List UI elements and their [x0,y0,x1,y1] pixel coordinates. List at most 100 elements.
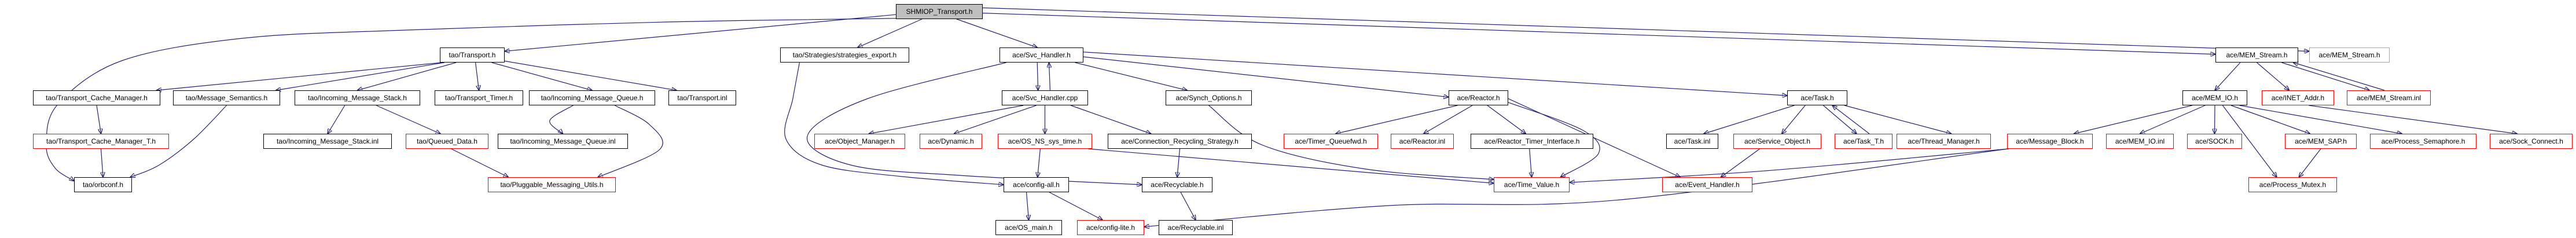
graph-node-sock[interactable]: ace/SOCK.h [2187,134,2242,149]
graph-node-reactor[interactable]: ace/Reactor.h [1449,90,1508,105]
graph-node-task_t[interactable]: ace/Task_T.h [1835,134,1893,149]
graph-node-reactor_inl[interactable]: ace/Reactor.inl [1391,134,1454,149]
graph-edge-mem_io-psem [2239,105,2402,134]
graph-node-thrmgr[interactable]: ace/Thread_Manager.h [1897,134,1991,149]
graph-node-psem[interactable]: ace/Process_Semaphore.h [2370,134,2476,149]
graph-edge-svc_h-recyclable [807,62,1142,185]
graph-node-strategies[interactable]: tao/Strategies/strategies_export.h [780,47,909,63]
graph-node-osns[interactable]: ace/OS_NS_sys_time.h [998,134,1092,149]
graph-node-cfglite[interactable]: ace/config-lite.h [1077,220,1144,235]
graph-edge-transport_h-imq [491,62,592,90]
graph-edge-tcmt-orbconf [101,148,104,177]
graph-edge-transport_h-ims [358,62,457,90]
graph-edge-mem_stream-mem_stream_inl [2281,62,2369,90]
graph-node-mem_io_inl[interactable]: ace/MEM_IO.inl [2106,134,2174,149]
graph-edge-inet-sockconn [2309,105,2517,134]
graph-node-transport_inl[interactable]: tao/Transport.inl [668,90,736,105]
graph-node-mem_io[interactable]: ace/MEM_IO.h [2182,90,2247,105]
graph-edge-root-transport_h [505,14,896,51]
graph-edge-svc_cpp-objmgr [869,105,1024,134]
graph-node-crs[interactable]: ace/Connection_Recycling_Strategy.h [1108,134,1252,149]
graph-node-recyclable_inl[interactable]: ace/Recyclable.inl [1159,220,1233,235]
graph-edge-task-thrmgr [1844,105,1952,134]
graph-node-tcm[interactable]: tao/Transport_Cache_Manager.h [33,90,160,105]
graph-node-pmu[interactable]: tao/Pluggable_Messaging_Utils.h [488,177,616,192]
graph-edge-ims-ims_inl [328,105,346,134]
graph-node-tqf[interactable]: ace/Timer_Queuefwd.h [1284,134,1378,149]
graph-edge-transport_h-tcm [156,62,443,90]
graph-node-evh[interactable]: ace/Event_Handler.h [1662,177,1752,192]
graph-edge-root-mem_stream_dup [982,7,2309,52]
graph-node-mem_stream[interactable]: ace/MEM_Stream.h [2215,47,2298,63]
graph-edge-imq-pmu [598,105,663,177]
graph-node-rti[interactable]: ace/Reactor_Timer_Interface.h [1471,134,1593,149]
graph-edge-cfgall-cfglite [1049,192,1103,220]
graph-edge-cfgall-os_main [1027,192,1029,220]
graph-edge-task-svcobj [1782,105,1806,134]
graph-edge-transport_h-ttimer [475,62,479,90]
graph-edge-svc_h-reactor [1083,56,1449,97]
graph-edge-osns-cfgall [1038,148,1041,177]
graph-edge-task-task_t [1823,105,1857,134]
graph-node-root: SHMIOP_Transport.h [896,4,983,19]
graph-edge-svc_cpp-crs [1070,105,1151,134]
graph-node-msem[interactable]: tao/Message_Semantics.h [173,90,280,105]
graph-edge-crs-recyclable [1177,148,1181,177]
graph-node-mem_stream_dup: ace/MEM_Stream.h [2309,47,2390,63]
graph-edge-task_t-task [1832,105,1870,134]
graph-node-svc_h[interactable]: ace/Svc_Handler.h [999,47,1083,63]
graph-edge-ims-qd [376,105,440,134]
graph-edge-tcm-tcmt [96,105,101,134]
graph-edge-msem-orbconf [130,105,227,177]
graph-edge-reactor-evh [1508,98,1680,177]
graph-node-os_main[interactable]: ace/OS_main.h [995,220,1062,235]
graph-node-svcobj[interactable]: ace/Service_Object.h [1733,134,1821,149]
graph-node-imq[interactable]: tao/Incoming_Message_Queue.h [529,90,655,105]
graph-edge-osns-timeval [1088,148,1494,183]
graph-node-qd[interactable]: tao/Queued_Data.h [406,134,488,149]
graph-node-cfgall[interactable]: ace/config-all.h [1004,177,1069,192]
graph-edge-mem_stream_inl-mem_stream [2293,63,2385,91]
graph-node-dynamic[interactable]: ace/Dynamic.h [920,134,982,149]
graph-edge-svc_cpp-dynamic [954,105,1037,134]
graph-node-ttimer[interactable]: tao/Transport_Timer.h [435,90,523,105]
graph-node-objmgr[interactable]: ace/Object_Manager.h [814,134,905,149]
graph-node-task[interactable]: ace/Task.h [1787,90,1847,105]
graph-edge-mem_io-mem_io_inl [2140,105,2206,134]
graph-edge-svc_h-synch_opt [1075,62,1188,90]
graph-node-transport_h[interactable]: tao/Transport.h [440,47,505,63]
graph-node-synch_opt[interactable]: ace/Synch_Options.h [1166,90,1252,105]
graph-edge-msgblk-cfglite [1144,148,2008,227]
graph-node-inet[interactable]: ace/INET_Addr.h [2262,90,2334,105]
graph-node-pmutex[interactable]: ace/Process_Mutex.h [2248,177,2337,192]
graph-edge-mem_sap-pmutex [2299,148,2321,177]
graph-edge-root-svc_h [956,19,1037,47]
graph-node-msgblk[interactable]: ace/Message_Block.h [2007,134,2093,149]
graph-edge-mem_stream-mem_io [2215,62,2241,90]
graph-node-sockconn[interactable]: ace/Sock_Connect.h [2490,134,2573,149]
graph-edge-mem_io-mem_sap [2230,105,2310,134]
graph-node-svc_cpp[interactable]: ace/Svc_Handler.cpp [1002,90,1088,105]
graph-edge-recyclable-recyclable_inl [1180,192,1196,220]
graph-node-recyclable[interactable]: ace/Recyclable.h [1142,177,1212,192]
graph-edge-reactor-tqf [1336,105,1458,134]
graph-edge-strategies-cfgall [784,62,1004,185]
graph-node-ims[interactable]: tao/Incoming_Message_Stack.h [295,90,420,105]
graph-node-ims_inl[interactable]: tao/Incoming_Message_Stack.inl [263,134,392,149]
graph-node-imq_inl[interactable]: tao/Incoming_Message_Queue.inl [498,134,628,149]
graph-edge-synch_opt-timeval [1208,105,1494,180]
graph-node-mem_sap[interactable]: ace/MEM_SAP.h [2285,134,2357,149]
graph-node-task_inl[interactable]: ace/Task.inl [1666,134,1718,149]
graph-edge-transport_h-transport_inl [504,60,677,90]
graph-edge-svcobj-evh [1721,148,1760,177]
graph-edge-reactor-reactor_inl [1424,105,1473,134]
graph-edge-svc_cpp-svc_h [1049,63,1050,91]
graph-node-orbconf[interactable]: tao/orbconf.h [74,177,132,192]
graph-node-timeval[interactable]: ace/Time_Value.h [1494,177,1570,192]
graph-node-tcmt[interactable]: tao/Transport_Cache_Manager_T.h [33,134,169,149]
graph-edge-mem_io-msgblk [2074,105,2192,134]
graph-edge-mem_stream-inet [2257,62,2290,90]
graph-node-mem_stream_inl[interactable]: ace/MEM_Stream.inl [2347,90,2431,105]
